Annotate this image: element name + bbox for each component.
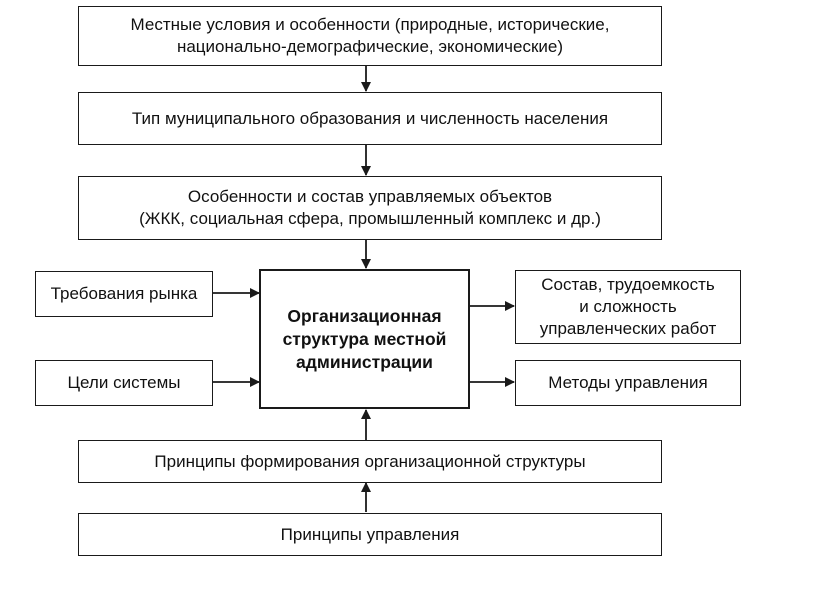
- municipality-type-box: Тип муниципального образования и численн…: [78, 92, 662, 145]
- management-methods-box: Методы управления: [515, 360, 741, 406]
- system-goals-box: Цели системы: [35, 360, 213, 406]
- management-principles-label: Принципы управления: [280, 524, 460, 544]
- structure-principles-box: Принципы формирования организационной ст…: [78, 440, 662, 483]
- system-goals-label: Цели системы: [67, 373, 181, 392]
- org-structure-line1: Организационная: [287, 305, 442, 326]
- org-structure-line3: администрации: [296, 351, 433, 372]
- management-methods-label: Методы управления: [548, 373, 708, 392]
- local-conditions-line1: Местные условия и особенности (природные…: [130, 15, 610, 34]
- managed-objects-line2: (ЖКК, социальная сфера, промышленный ком…: [139, 209, 601, 228]
- managed-objects-line1: Особенности и состав управляемых объекто…: [187, 187, 553, 206]
- local-conditions-line2: национально-демографические, экономическ…: [176, 37, 564, 56]
- market-requirements-box: Требования рынка: [35, 271, 213, 317]
- market-requirements-label: Требования рынка: [50, 284, 198, 303]
- structure-principles-label: Принципы формирования организационной ст…: [154, 451, 586, 471]
- local-conditions-box: Местные условия и особенности (природные…: [78, 6, 662, 66]
- work-complexity-line3: управленческих работ: [539, 319, 717, 338]
- work-complexity-box: Состав, трудоемкость и сложность управле…: [515, 270, 741, 344]
- municipality-type-label: Тип муниципального образования и численн…: [131, 108, 609, 128]
- work-complexity-line1: Состав, трудоемкость: [541, 275, 715, 294]
- org-structure-line2: структура местной: [282, 328, 447, 349]
- work-complexity-line2: и сложность: [579, 297, 677, 316]
- management-principles-box: Принципы управления: [78, 513, 662, 556]
- managed-objects-box: Особенности и состав управляемых объекто…: [78, 176, 662, 240]
- org-structure-box: Организационная структура местной админи…: [259, 269, 470, 409]
